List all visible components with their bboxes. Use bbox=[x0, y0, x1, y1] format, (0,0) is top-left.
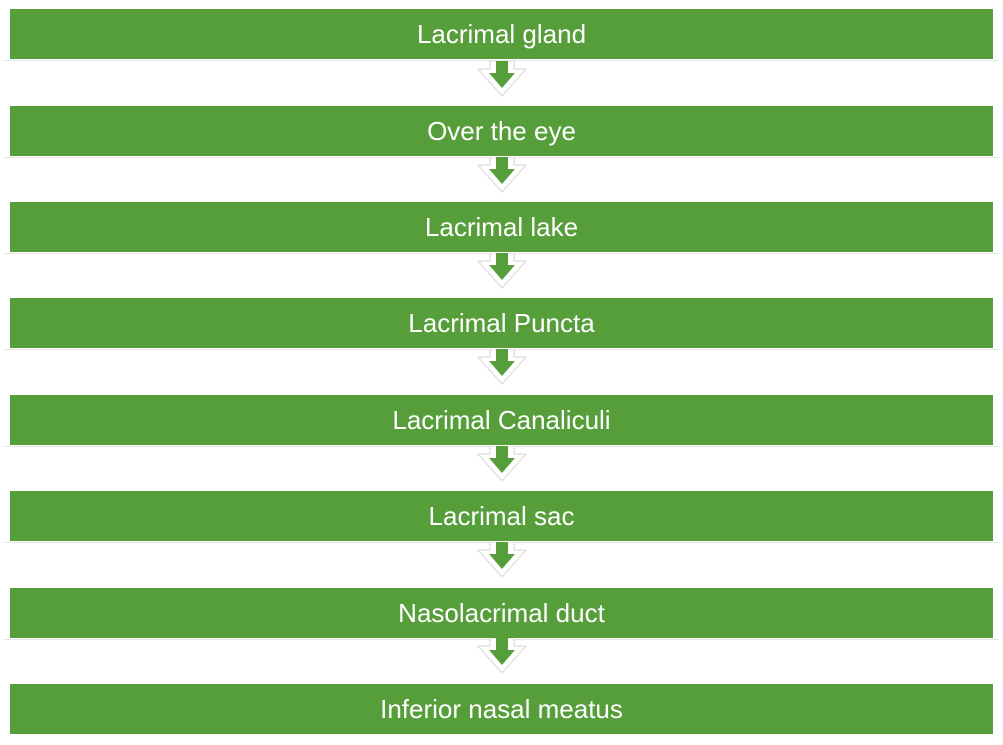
step-inferior-nasal-meatus: Inferior nasal meatus bbox=[10, 684, 993, 734]
down-arrow-icon bbox=[477, 446, 527, 482]
down-arrow-icon-svg bbox=[477, 253, 527, 289]
down-arrow-icon-svg bbox=[477, 157, 527, 193]
step-label: Lacrimal Canaliculi bbox=[392, 404, 611, 435]
step-label: Nasolacrimal duct bbox=[398, 597, 605, 628]
down-arrow-icon bbox=[477, 638, 527, 674]
down-arrow-icon bbox=[477, 349, 527, 385]
step-label: Inferior nasal meatus bbox=[380, 693, 623, 724]
step-lacrimal-canaliculi: Lacrimal Canaliculi bbox=[10, 395, 993, 445]
step-label: Lacrimal Puncta bbox=[408, 307, 595, 338]
step-lacrimal-lake: Lacrimal lake bbox=[10, 202, 993, 252]
step-lacrimal-puncta: Lacrimal Puncta bbox=[10, 298, 993, 348]
step-lacrimal-sac: Lacrimal sac bbox=[10, 491, 993, 541]
down-arrow-icon bbox=[477, 157, 527, 193]
down-arrow-icon bbox=[477, 542, 527, 578]
down-arrow-icon bbox=[477, 61, 527, 97]
step-label: Lacrimal gland bbox=[416, 18, 587, 49]
step-nasolacrimal-duct: Nasolacrimal duct bbox=[10, 588, 993, 638]
step-label: Over the eye bbox=[427, 115, 576, 146]
step-over-the-eye: Over the eye bbox=[10, 106, 993, 156]
down-arrow-icon-svg bbox=[477, 349, 527, 385]
down-arrow-icon-svg bbox=[477, 61, 527, 97]
step-lacrimal-gland: Lacrimal gland bbox=[10, 9, 993, 59]
down-arrow-icon-svg bbox=[477, 446, 527, 482]
down-arrow-icon-svg bbox=[477, 638, 527, 674]
down-arrow-icon-svg bbox=[477, 542, 527, 578]
step-label: Lacrimal sac bbox=[428, 500, 575, 531]
down-arrow-icon bbox=[477, 253, 527, 289]
step-label: Lacrimal lake bbox=[424, 211, 579, 242]
